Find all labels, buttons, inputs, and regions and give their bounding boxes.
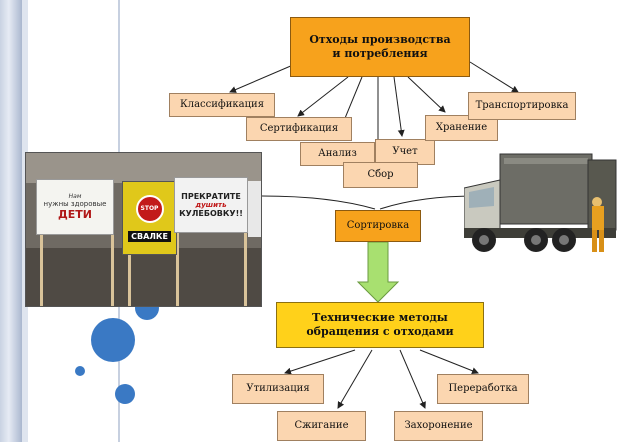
arrow-down-icon xyxy=(356,241,400,303)
node-accounting: Учет xyxy=(375,139,435,165)
protest-photo: Нам нужны здоровые ДЕТИ STOP СВАЛКЕ ПРЕК… xyxy=(25,152,262,307)
node-waste-production: Отходы производства и потребления xyxy=(290,17,470,77)
decor-dot-4 xyxy=(115,384,135,404)
node-transport: Транспортировка xyxy=(468,92,576,120)
node-technical-methods: Технические методы обращения с отходами xyxy=(276,302,484,348)
node-processing: Переработка xyxy=(437,374,529,404)
node-utilization: Утилизация xyxy=(232,374,324,404)
sign-stop-dump: STOP СВАЛКЕ xyxy=(122,181,177,255)
node-incineration: Сжигание xyxy=(277,411,366,441)
node-classification: Классификация xyxy=(169,93,275,117)
decor-dot-3 xyxy=(75,366,85,376)
decor-left-strip xyxy=(0,0,22,442)
node-burial: Захоронение xyxy=(394,411,483,441)
sign-stop-strangling: ПРЕКРАТИТЕ душить КУЛЕБОВКУ!! xyxy=(174,177,248,233)
stop-sign-icon: STOP xyxy=(135,194,164,223)
sign-healthy-children: Нам нужны здоровые ДЕТИ xyxy=(36,179,114,235)
node-collection: Сбор xyxy=(343,162,418,188)
node-certification: Сертификация xyxy=(246,117,352,141)
decor-dot-2 xyxy=(91,318,135,362)
garbage-truck-icon xyxy=(464,153,617,252)
node-sorting: Сортировка xyxy=(335,210,421,242)
